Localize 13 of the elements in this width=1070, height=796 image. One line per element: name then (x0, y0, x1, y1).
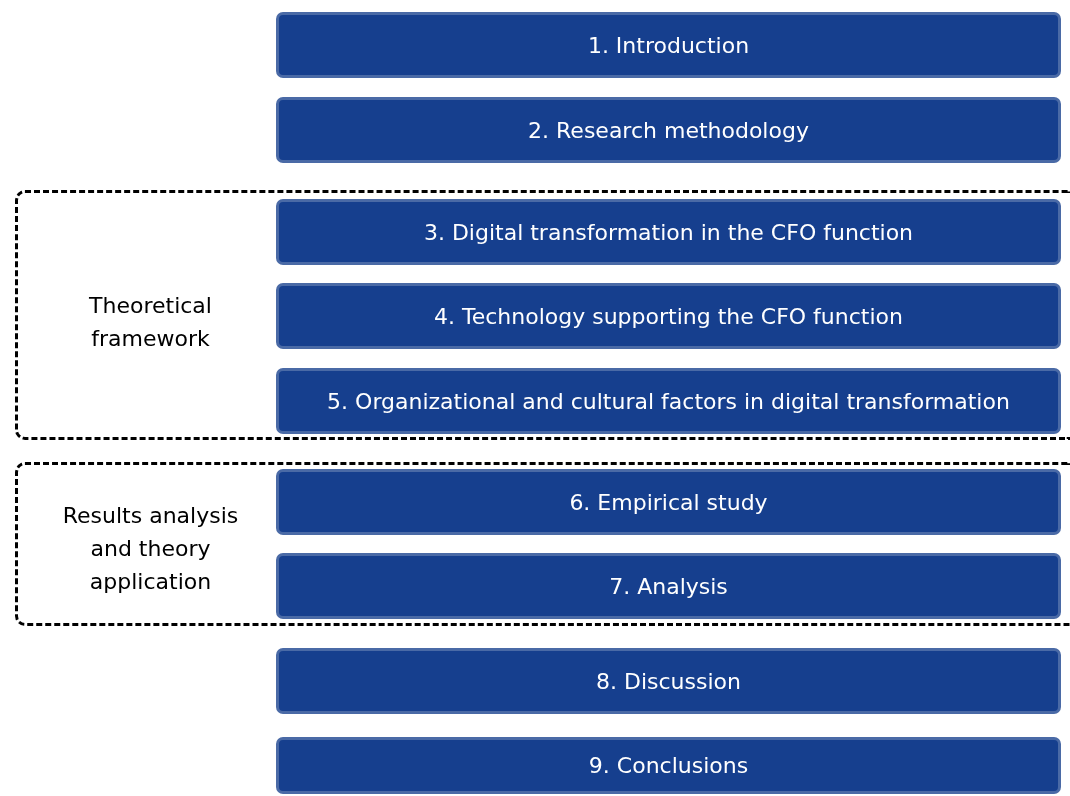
section-box: 9. Conclusions (276, 737, 1061, 794)
section-box: 8. Discussion (276, 648, 1061, 714)
section-box: 7. Analysis (276, 553, 1061, 619)
section-box: 2. Research methodology (276, 97, 1061, 163)
dashed-group-frame (15, 462, 1070, 626)
dashed-group-frame (15, 190, 1070, 440)
section-box: 1. Introduction (276, 12, 1061, 78)
section-box: 4. Technology supporting the CFO function (276, 283, 1061, 349)
group-label: Theoretical framework (88, 292, 213, 353)
section-box: 6. Empirical study (276, 469, 1061, 535)
section-box: 5. Organizational and cultural factors in digital transformation (276, 368, 1061, 434)
group-label: Results analysis and theory application (61, 502, 240, 596)
section-box: 3. Digital transformation in the CFO function (276, 199, 1061, 265)
